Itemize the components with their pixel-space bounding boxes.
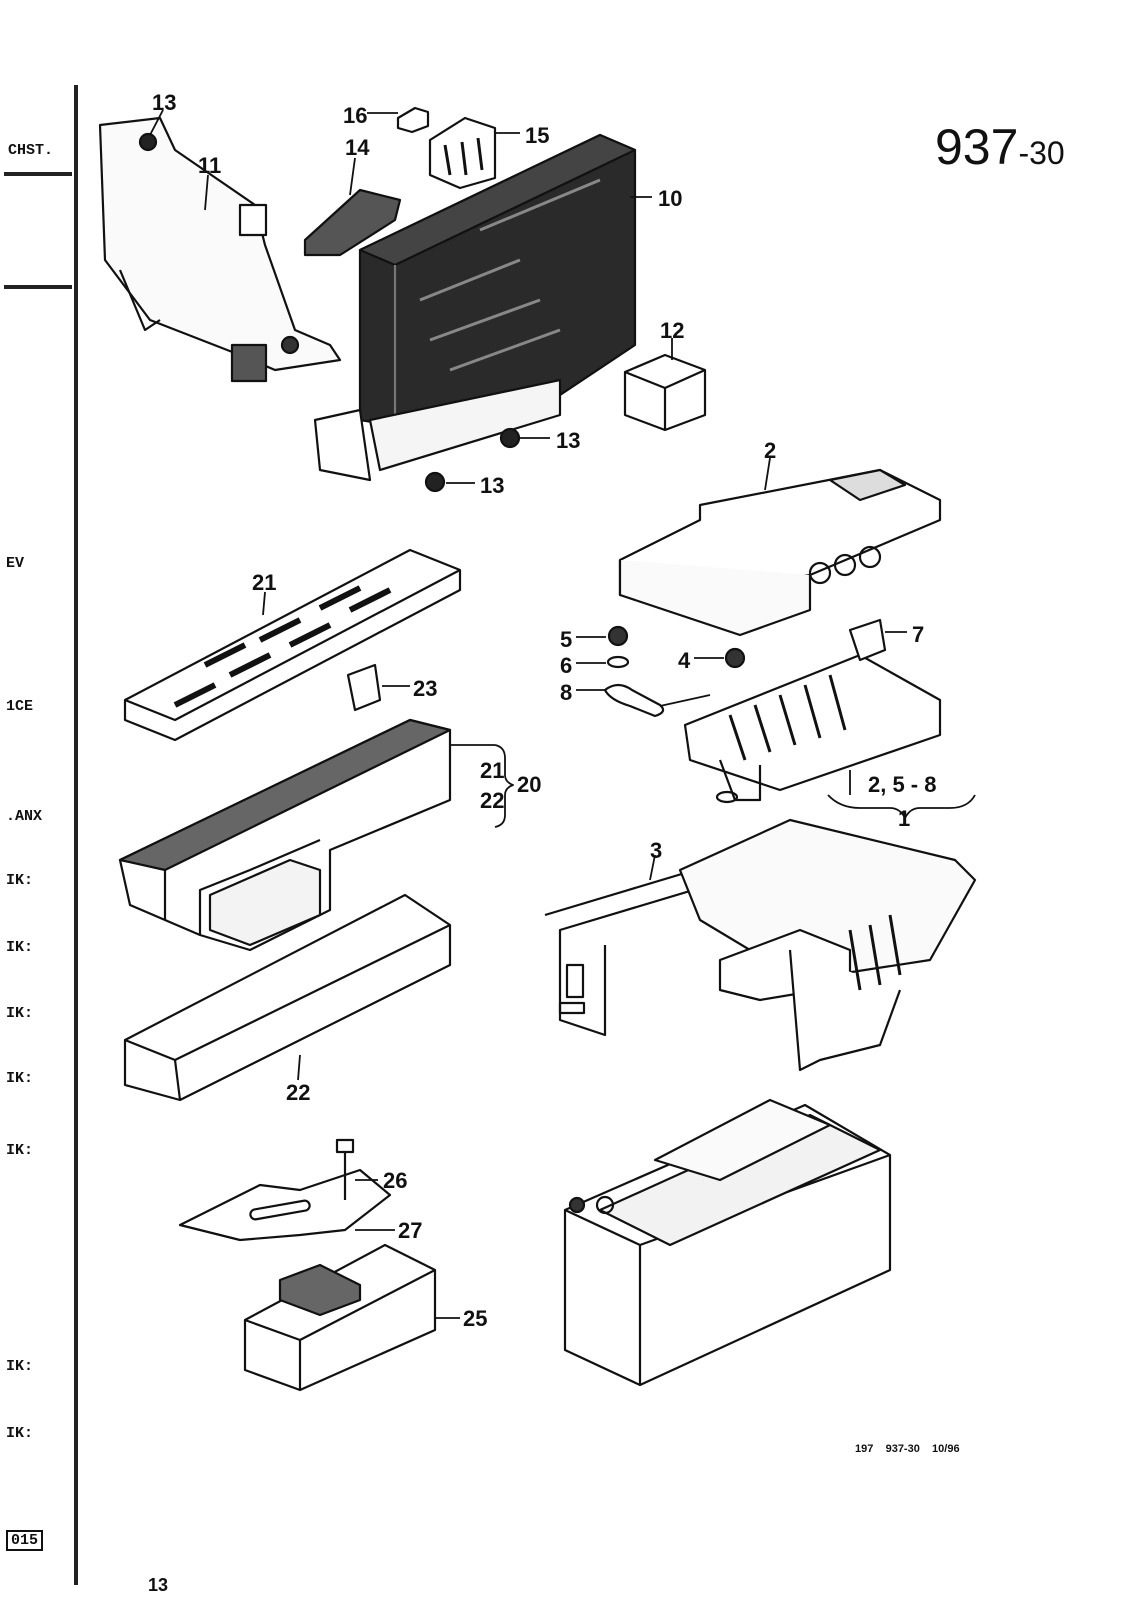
part-21-fuse-cover [123, 548, 462, 742]
margin-tab-line-1 [4, 172, 72, 176]
margin-label: IK: [6, 872, 34, 889]
callout-15: 15 [525, 123, 550, 148]
part-13-nut [499, 427, 521, 449]
page-number: 13 [148, 1575, 169, 1595]
callout-21-group: 21 [480, 758, 505, 783]
callout-26: 26 [383, 1168, 408, 1193]
margin-label: IK: [6, 1425, 34, 1442]
callout-13: 13 [152, 90, 177, 115]
part-25-module [243, 1243, 437, 1392]
leader-lines [149, 109, 907, 1319]
callout-25: 25 [463, 1306, 488, 1331]
part-20-fuse-box [118, 718, 452, 952]
diagram-code: 937-30 [935, 118, 1065, 176]
callout-27: 27 [398, 1218, 423, 1243]
part-2-cover [618, 468, 942, 637]
part-13-nut [424, 471, 446, 493]
callout-11: 11 [198, 153, 222, 178]
margin-label: IK: [6, 1142, 34, 1159]
margin-rule [74, 85, 78, 1585]
margin-label: .ANX [6, 808, 43, 825]
part-12-relay [623, 353, 707, 432]
part-11-bracket [98, 116, 342, 383]
callout-7: 7 [912, 622, 925, 647]
callout-13: 13 [480, 473, 505, 498]
part-8-cable-lug [603, 683, 665, 718]
part-14-connector [303, 188, 402, 257]
margin-label: IK: [6, 939, 34, 956]
callout-23: 23 [413, 676, 438, 701]
margin-label: IK: [6, 1005, 34, 1022]
brace-20 [494, 744, 514, 828]
callout-1: 1 [898, 806, 911, 831]
callout-4: 4 [678, 648, 691, 673]
callout-8: 8 [560, 680, 573, 705]
footer-reference: 197 937-30 10/96 [855, 1443, 960, 1455]
callout-5: 5 [560, 627, 573, 652]
margin-page-tag: 015 [6, 1530, 44, 1551]
part-22-tray [123, 893, 452, 1102]
callout-10: 10 [658, 186, 683, 211]
brace-1 [827, 794, 976, 819]
part-3-base-bracket [544, 818, 977, 1072]
part-6-washer [606, 655, 630, 669]
margin-label: IK: [6, 1070, 34, 1087]
part-23-fuse [346, 663, 382, 712]
callout-22: 22 [286, 1080, 311, 1105]
callout-2: 2 [764, 438, 777, 463]
part-10-relay-panel [313, 133, 637, 482]
callout-6: 6 [560, 653, 573, 678]
part-15-relay-block [428, 116, 497, 190]
callout-2-5-8: 2, 5 - 8 [868, 772, 937, 797]
callout-3: 3 [650, 838, 663, 863]
margin-label: IK: [6, 1358, 34, 1375]
margin-label: EV [6, 555, 25, 572]
diagram-code-sub: -30 [1018, 135, 1065, 171]
callout-20: 20 [517, 772, 542, 797]
part-5-nut [607, 625, 629, 647]
part-7-fuse [848, 618, 887, 662]
callout-12: 12 [660, 318, 685, 343]
callout-13: 13 [556, 428, 581, 453]
callout-22-group: 22 [480, 788, 505, 813]
callout-16: 16 [343, 103, 368, 128]
battery [563, 1098, 892, 1387]
margin-label: CHST. [8, 142, 54, 159]
part-4-nut [724, 647, 746, 669]
margin-label: 1CE [6, 698, 34, 715]
callout-21: 21 [252, 570, 277, 595]
part-27-bracket [178, 1168, 392, 1242]
part-26-bolt [335, 1138, 355, 1200]
diagram-code-main: 937 [935, 119, 1019, 175]
margin-tab-line-2 [4, 285, 72, 289]
callout-14: 14 [345, 135, 370, 160]
part-16-clip [396, 106, 430, 134]
